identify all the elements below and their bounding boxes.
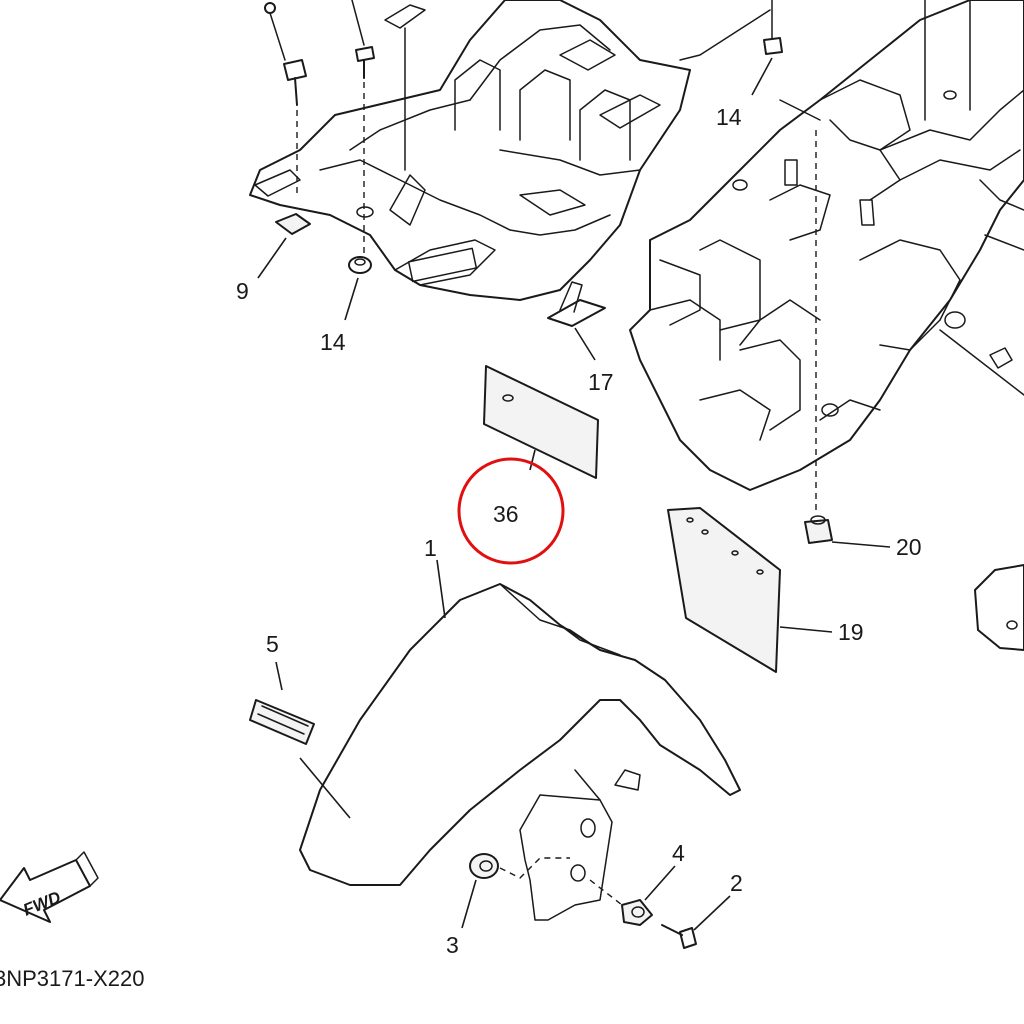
callout-3: 3 <box>446 932 459 958</box>
grommet-14a-part <box>344 256 372 321</box>
callout-36: 36 <box>493 501 519 527</box>
callout-17: 17 <box>588 369 614 395</box>
front-fender-1-part <box>299 559 741 921</box>
callout-19: 19 <box>838 619 864 645</box>
callout-4: 4 <box>672 840 685 866</box>
callout-1: 1 <box>424 535 437 561</box>
grommet-14b-part <box>679 0 821 121</box>
nut-20-part <box>804 130 891 548</box>
forward-direction-arrow: FWD <box>0 851 99 923</box>
battery-box-part <box>249 0 691 301</box>
callout-9: 9 <box>236 278 249 304</box>
callout-2: 2 <box>730 870 743 896</box>
collar-3-part <box>461 853 570 929</box>
bolt-2-part <box>661 895 731 949</box>
screw-icon <box>351 0 375 255</box>
inner-fender-part <box>629 0 1024 491</box>
mud-flap-19-part <box>667 507 833 673</box>
grommet-4-part <box>589 865 676 926</box>
callout-5: 5 <box>266 631 279 657</box>
diagram-code: 3NP3171-X220 <box>0 966 144 991</box>
callout-14-right: 14 <box>716 104 742 130</box>
nut-9-part <box>257 213 311 279</box>
callout-20: 20 <box>896 534 922 560</box>
pad-36-part <box>483 365 599 479</box>
highlight-circle <box>457 457 565 565</box>
tail-light-part <box>974 564 1024 651</box>
emblem-5-part <box>249 661 315 745</box>
bolt-icon <box>264 2 307 195</box>
clip-17-part <box>547 281 606 361</box>
callout-14-left: 14 <box>320 329 346 355</box>
